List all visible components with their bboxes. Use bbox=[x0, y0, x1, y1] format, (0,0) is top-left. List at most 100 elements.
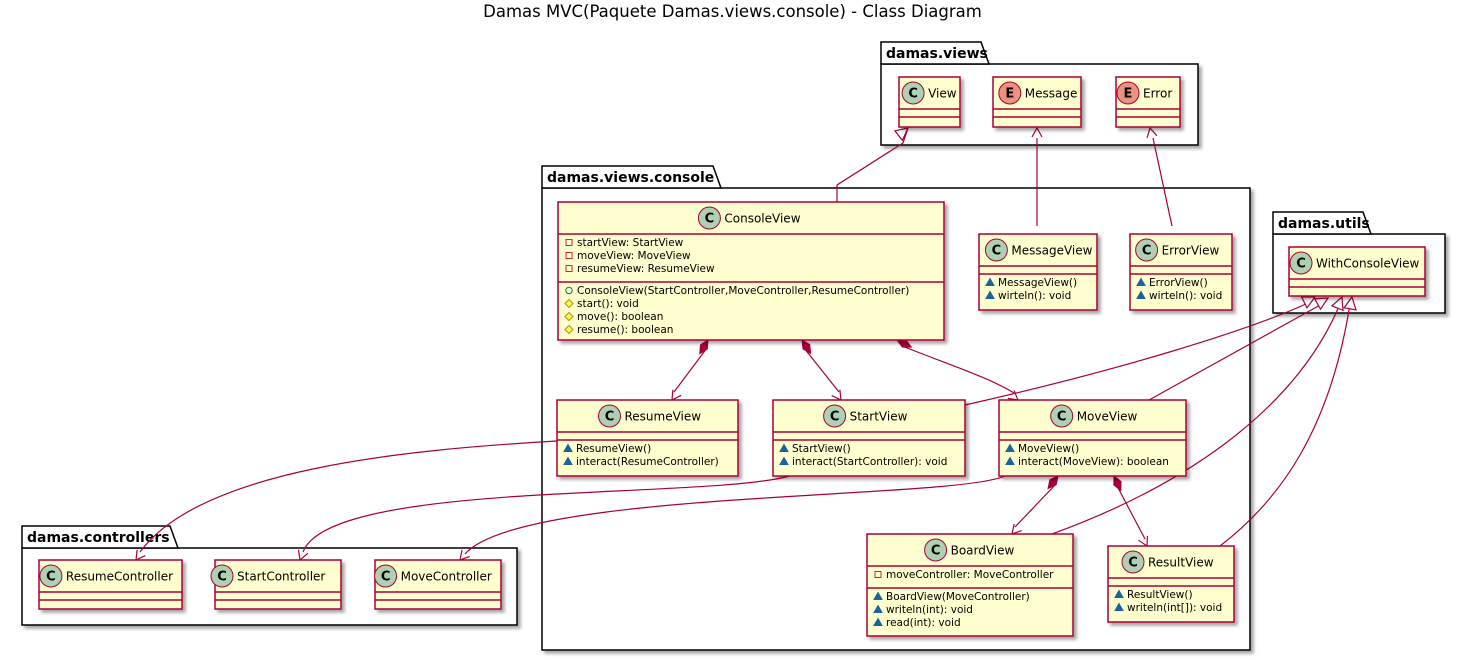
class-name: StartView bbox=[850, 410, 908, 424]
class-stereotype-icon bbox=[823, 404, 847, 428]
class-startView[interactable]: C StartViewStartView()interact(StartContr… bbox=[772, 399, 966, 477]
inheritance-triangle bbox=[1313, 297, 1330, 311]
edge-moveview-boardview bbox=[1014, 483, 1057, 528]
package-visibility-icon bbox=[873, 591, 883, 600]
class-moveController[interactable]: C MoveController bbox=[374, 559, 502, 610]
class-view[interactable]: C View bbox=[898, 76, 961, 128]
stereotype-letter: C bbox=[908, 87, 918, 102]
class-stereotype-icon bbox=[39, 564, 63, 588]
method: StartView() bbox=[792, 443, 851, 455]
stereotype-letter: C bbox=[605, 410, 615, 425]
class-name: Message bbox=[1025, 87, 1078, 101]
inheritance-triangle bbox=[1300, 296, 1317, 309]
stereotype-letter: C bbox=[705, 212, 715, 227]
package-name-console: damas.views.console bbox=[547, 170, 714, 186]
stereotype-letter: C bbox=[381, 570, 391, 585]
stereotype-letter: C bbox=[830, 410, 840, 425]
class-withConsoleView[interactable]: C WithConsoleView bbox=[1288, 246, 1426, 297]
class-name: ErrorView bbox=[1162, 244, 1220, 258]
edge-consoleview-view bbox=[836, 127, 909, 202]
package-visibility-icon bbox=[985, 277, 995, 286]
edge-consoleview-resumeview bbox=[673, 347, 708, 393]
package-visibility-icon bbox=[1136, 290, 1146, 299]
method: wirteln(): void bbox=[1149, 290, 1222, 302]
edge-error-errorview bbox=[1152, 137, 1173, 227]
class-stereotype-icon bbox=[1289, 251, 1313, 275]
package-visibility-icon bbox=[1114, 589, 1124, 598]
method: read(int): void bbox=[886, 617, 961, 629]
public-visibility-icon bbox=[565, 286, 573, 295]
class-name: MoveController bbox=[401, 570, 492, 584]
package-visibility-icon bbox=[873, 617, 883, 626]
attribute: moveView: MoveView bbox=[577, 250, 691, 262]
edge-consoleview-startview bbox=[803, 347, 840, 393]
edge-consoleview-moveview bbox=[901, 345, 1015, 394]
package-visibility-icon bbox=[563, 443, 573, 452]
method: start(): void bbox=[577, 298, 639, 310]
class-stereotype-icon bbox=[1121, 550, 1145, 574]
private-visibility-icon bbox=[565, 252, 573, 259]
class-name: WithConsoleView bbox=[1316, 257, 1420, 271]
method: interact(StartController): void bbox=[792, 456, 947, 468]
class-stereotype-icon bbox=[210, 564, 234, 588]
package-name-views: damas.views bbox=[886, 46, 988, 62]
edge-startview-startcontroller bbox=[302, 475, 791, 553]
protected-visibility-icon bbox=[564, 324, 574, 335]
stereotype-letter: C bbox=[1128, 556, 1138, 571]
method: writeln(int): void bbox=[886, 604, 973, 616]
stereotype-letter: C bbox=[931, 544, 941, 559]
class-stereotype-icon bbox=[984, 238, 1008, 262]
class-name: Error bbox=[1143, 87, 1172, 101]
private-visibility-icon bbox=[565, 265, 573, 272]
edge-moveview-movecontroller bbox=[464, 475, 1006, 555]
method: MoveView() bbox=[1018, 443, 1079, 455]
diagram-title: Damas MVC(Paquete Damas.views.console) -… bbox=[483, 2, 982, 21]
inheritance-triangle bbox=[1330, 295, 1344, 312]
edge-boardview-withconsoleview bbox=[1051, 303, 1341, 535]
attribute: startView: StartView bbox=[577, 237, 684, 249]
stereotype-letter: C bbox=[992, 244, 1002, 259]
edge-resumeview-resumecontroller bbox=[139, 440, 558, 553]
method: ResumeView() bbox=[576, 443, 651, 455]
class-name: ResultView bbox=[1148, 556, 1214, 570]
class-name: ResumeView bbox=[625, 410, 702, 424]
class-name: StartController bbox=[237, 570, 325, 584]
method: ResultView() bbox=[1127, 589, 1193, 601]
stereotype-letter: C bbox=[1057, 410, 1067, 425]
enum-stereotype-icon bbox=[1116, 81, 1140, 105]
class-name: BoardView bbox=[951, 544, 1015, 558]
class-error[interactable]: E Error bbox=[1115, 76, 1181, 128]
package-visibility-icon bbox=[1114, 602, 1124, 611]
package-name-utils: damas.utils bbox=[1278, 216, 1370, 232]
class-name: MessageView bbox=[1011, 244, 1092, 258]
composition-diamond bbox=[1047, 475, 1059, 490]
method: resume(): boolean bbox=[577, 324, 673, 336]
class-stereotype-icon bbox=[901, 81, 925, 105]
package-visibility-icon bbox=[1005, 456, 1015, 465]
stereotype-letter: C bbox=[217, 570, 227, 585]
class-stereotype-icon bbox=[697, 206, 721, 230]
method: wirteln(): void bbox=[998, 290, 1071, 302]
class-name: View bbox=[928, 87, 957, 101]
composition-diamond bbox=[699, 339, 709, 355]
package-visibility-icon bbox=[985, 290, 995, 299]
method: ErrorView() bbox=[1149, 277, 1208, 289]
stereotype-letter: E bbox=[1124, 87, 1133, 102]
class-name: ResumeController bbox=[66, 570, 173, 584]
stereotype-letter: C bbox=[1296, 257, 1306, 272]
class-stereotype-icon bbox=[924, 538, 948, 562]
class-startController[interactable]: C StartController bbox=[210, 559, 342, 610]
class-stereotype-icon bbox=[598, 404, 621, 428]
inheritance-triangle bbox=[1343, 295, 1357, 311]
method: BoardView(MoveController) bbox=[886, 591, 1030, 603]
package-visibility-icon bbox=[779, 443, 789, 452]
